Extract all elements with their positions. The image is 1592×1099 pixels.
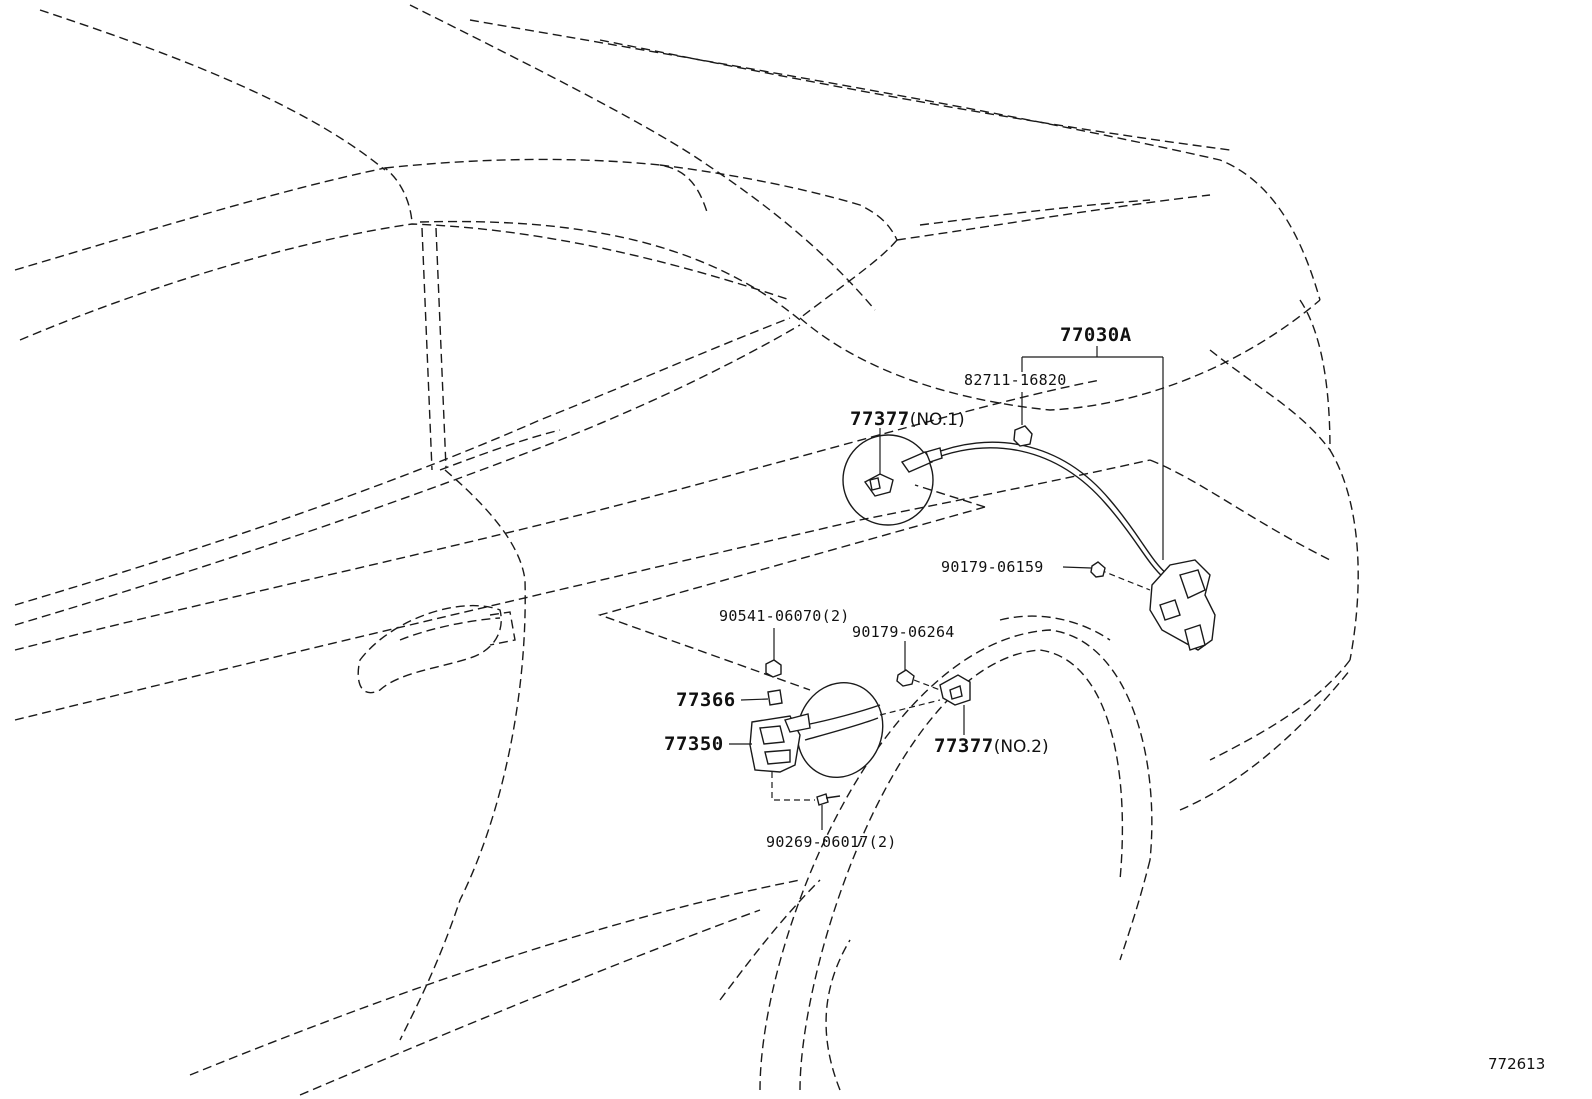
leader-lines	[729, 346, 1164, 830]
lock-actuator-part	[1149, 559, 1216, 651]
nut-part-mid	[896, 669, 915, 687]
label-screw-90179-06159: 90179-06159	[941, 558, 1044, 576]
label-screw-90269-06017: 90269-06017(2)	[766, 833, 897, 851]
label-hinge-no2: 77377(NO.2)	[934, 737, 1049, 756]
label-lid-77350: 77350	[664, 733, 724, 755]
diagram-reference-number: 772613	[1488, 1055, 1546, 1073]
detail-circle	[842, 434, 934, 526]
label-hinge-no1-suffix: (NO.1)	[909, 410, 965, 430]
clip-part	[1013, 425, 1033, 447]
label-hinge-no2-code: 77377	[934, 735, 994, 757]
label-clip-82711-16820: 82711-16820	[964, 371, 1067, 389]
label-hinge-no2-suffix: (NO.2)	[993, 737, 1049, 757]
label-hinge-no1-code: 77377	[850, 408, 910, 430]
label-nut-90541-06070: 90541-06070(2)	[719, 607, 850, 625]
nut-part-pair	[765, 659, 782, 678]
spring-part	[767, 689, 783, 706]
lid-hinge-part	[749, 713, 811, 773]
hinge-no2-part	[939, 674, 971, 706]
label-spring-77366: 77366	[676, 689, 736, 711]
car-body-outline	[14, 4, 1359, 1096]
screw-part-bottom	[816, 793, 841, 806]
label-hinge-no1: 77377(NO.1)	[850, 410, 965, 429]
label-assembly-77030a: 77030A	[1060, 324, 1132, 346]
label-nut-90179-06264: 90179-06264	[852, 623, 955, 641]
cable-end-connector	[900, 447, 943, 473]
release-cable	[929, 441, 1169, 591]
fuel-lid-part	[796, 681, 884, 779]
screw-part-right	[1090, 561, 1106, 578]
hinge-no1-part	[863, 473, 894, 497]
